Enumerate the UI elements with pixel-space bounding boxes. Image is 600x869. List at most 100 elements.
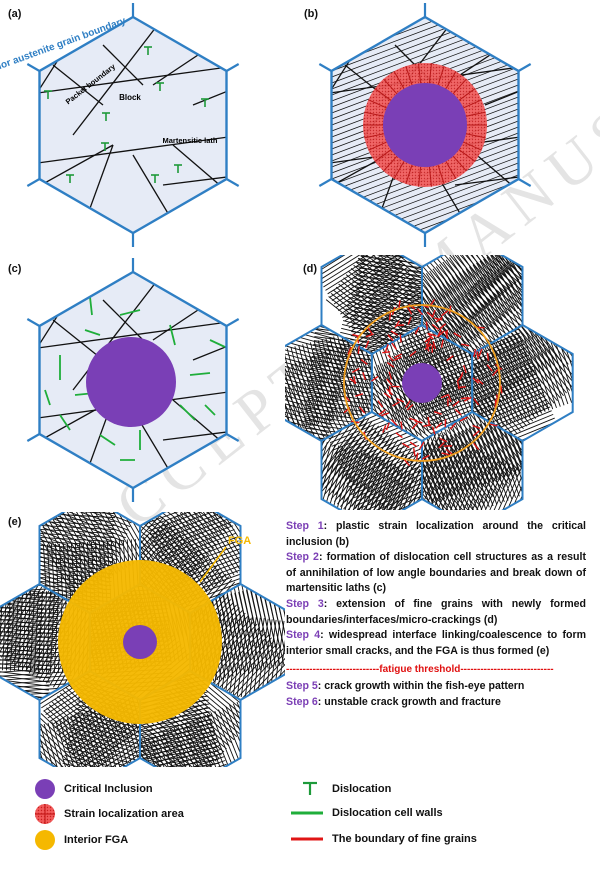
lath-line: [54, 698, 115, 755]
fine-grain-boundary: [386, 378, 393, 386]
lath-line: [480, 276, 523, 329]
lath-line: [336, 426, 412, 458]
lath-line: [372, 343, 401, 421]
lath-line: [287, 366, 326, 440]
lath-line: [0, 615, 68, 622]
fine-grain-boundary: [415, 452, 419, 461]
lath-line: [312, 348, 372, 360]
lath-line: [511, 332, 564, 396]
lath-line: [422, 427, 431, 505]
strain-line: [374, 88, 392, 101]
dislocation-icon: [101, 142, 109, 151]
lath-line: [348, 335, 372, 409]
lath-line: [233, 653, 290, 700]
lath-line: [493, 348, 546, 412]
lath-line: [333, 438, 386, 502]
lath-line: [446, 436, 475, 513]
lath-line: [479, 417, 555, 441]
boundary-stub: [225, 433, 240, 442]
lath-line: [485, 270, 523, 323]
fine-grain-boundary: [500, 385, 503, 394]
lath-line: [39, 765, 52, 787]
lath-line: [480, 421, 557, 441]
fine-grain-boundary: [441, 452, 450, 456]
fine-grain-boundary: [452, 400, 460, 407]
lath-line: [349, 459, 422, 492]
fine-grain-boundary: [472, 424, 481, 429]
dislocation-cell-wall: [169, 324, 176, 346]
strain-line: [445, 161, 457, 179]
lath-line: [313, 344, 372, 356]
boundary-stub: [26, 178, 41, 187]
lath-line: [163, 544, 241, 573]
fine-grain-boundary: [351, 367, 360, 373]
lath-line: [439, 263, 486, 332]
lath-line: [47, 722, 72, 787]
fine-grain-boundary: [494, 399, 498, 409]
lath-line: [151, 510, 228, 539]
strain-line: [428, 166, 432, 187]
boundary-stub: [26, 63, 41, 72]
fine-grain-boundary: [478, 348, 483, 357]
boundary-stub: [318, 178, 333, 187]
lath-line: [13, 589, 20, 671]
lath-line: [235, 584, 254, 656]
lath-line: [0, 675, 50, 687]
lath-line: [0, 671, 50, 683]
lath-line: [321, 444, 336, 523]
lath-line: [140, 516, 200, 568]
lath-line: [0, 584, 36, 654]
dislocation-icon: [44, 90, 52, 99]
fine-grain-boundary: [428, 333, 437, 337]
legend-critical-inclusion: Critical Inclusion: [34, 778, 153, 800]
fine-grain-boundary: [387, 354, 394, 362]
lath-line: [321, 440, 324, 520]
lath-line: [146, 717, 209, 771]
lath-line: [422, 425, 438, 502]
lath-line: [180, 724, 213, 787]
lath-line: [311, 355, 372, 368]
dislocation-icon: [102, 112, 110, 121]
lath-line: [338, 283, 403, 336]
lath-line: [472, 365, 534, 398]
packet-boundary-line: [102, 299, 144, 341]
lath-line: [377, 463, 401, 528]
dislocation-cell-wall: [119, 309, 141, 316]
packet-boundary-line: [52, 319, 104, 361]
boundary-stub: [26, 433, 41, 442]
lath-line: [48, 704, 109, 761]
grain-fill: [39, 17, 227, 233]
boundary-stub: [318, 63, 333, 72]
lath-line: [17, 589, 24, 672]
lath-line: [75, 502, 117, 574]
lath-line: [472, 380, 540, 413]
prior-austenite-boundary: [38, 15, 228, 235]
lath-line: [346, 452, 422, 484]
lath-line: [504, 325, 553, 377]
fine-grain-boundary: [447, 394, 452, 403]
lath-line: [0, 643, 54, 655]
fine-grain-boundary: [347, 346, 352, 355]
lath-line: [140, 513, 203, 565]
strain-line: [465, 133, 486, 139]
lath-line: [221, 642, 278, 700]
fine-grain-boundary: [459, 416, 468, 422]
dislocation-cell-wall: [99, 434, 116, 446]
lath-line: [140, 725, 214, 753]
dislocation-icon: [201, 98, 209, 107]
lath-line: [444, 320, 509, 354]
panel-e-diagram: FGA: [0, 495, 292, 789]
lath-line: [357, 257, 422, 278]
lath-line: [365, 249, 422, 301]
fine-grain-boundary: [357, 345, 360, 354]
fine-grain-boundary: [445, 448, 453, 455]
fine-grain-boundary: [353, 376, 356, 385]
lath-line: [472, 388, 543, 420]
strain-line: [368, 141, 387, 151]
lath-line: [231, 584, 250, 656]
lath-line: [221, 707, 241, 784]
lath-line: [258, 584, 277, 650]
lath-line: [0, 712, 45, 722]
inclusion-swatch-icon: [35, 779, 55, 799]
fine-grain-boundary: [366, 326, 373, 335]
